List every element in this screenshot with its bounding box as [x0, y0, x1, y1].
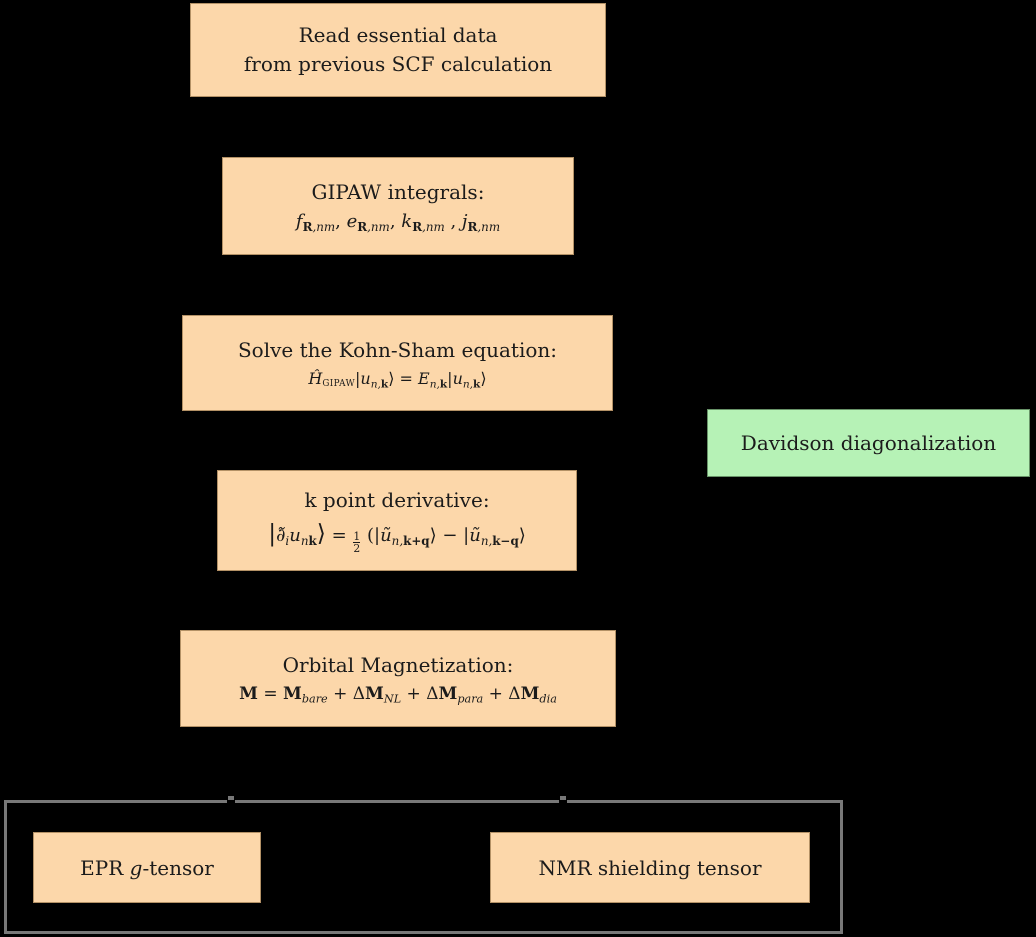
node-nmr-shielding-tensor-label: NMR shielding tensor — [538, 855, 762, 880]
arrow-crossing-gap-right — [559, 800, 567, 804]
node-gipaw-integrals-formula: fR,nm, eR,nm, kR,nm , jR,nm — [295, 211, 501, 234]
node-orbital-magnetization-formula: M = Mbare + ΔMNL + ΔMpara + ΔMdia — [239, 684, 557, 706]
arrow-crossing-gap-left — [227, 800, 235, 804]
node-read-essential-data: Read essential data from previous SCF ca… — [190, 3, 606, 97]
node-epr-g-tensor-label: EPR g-tensor — [80, 855, 214, 880]
node-orbital-magnetization-title: Orbital Magnetization: — [282, 653, 514, 678]
node-kohn-sham-formula: ĤGIPAW|un,k⟩ = En,k|un,k⟩ — [308, 368, 487, 391]
node-k-point-derivative-title: k point derivative: — [304, 488, 490, 513]
results-frame: EPR g-tensor NMR shielding tensor — [4, 800, 843, 934]
node-nmr-shielding-tensor: NMR shielding tensor — [490, 832, 810, 903]
node-gipaw-integrals-title: GIPAW integrals: — [311, 180, 485, 205]
node-kohn-sham-title: Solve the Kohn-Sham equation: — [237, 337, 558, 362]
node-davidson-diagonalization: Davidson diagonalization — [707, 409, 1030, 477]
node-kohn-sham: Solve the Kohn-Sham equation: ĤGIPAW|un,… — [182, 315, 613, 411]
node-davidson-diagonalization-label: Davidson diagonalization — [740, 431, 997, 455]
arrow-tip-right — [560, 796, 566, 800]
arrow-tip-left — [228, 796, 234, 800]
node-epr-g-tensor: EPR g-tensor — [33, 832, 261, 903]
node-orbital-magnetization: Orbital Magnetization: M = Mbare + ΔMNL … — [180, 630, 616, 727]
node-gipaw-integrals: GIPAW integrals: fR,nm, eR,nm, kR,nm , j… — [222, 157, 574, 255]
node-read-essential-data-line1: Read essential data — [298, 23, 498, 47]
node-read-essential-data-line2: from previous SCF calculation — [243, 52, 553, 76]
